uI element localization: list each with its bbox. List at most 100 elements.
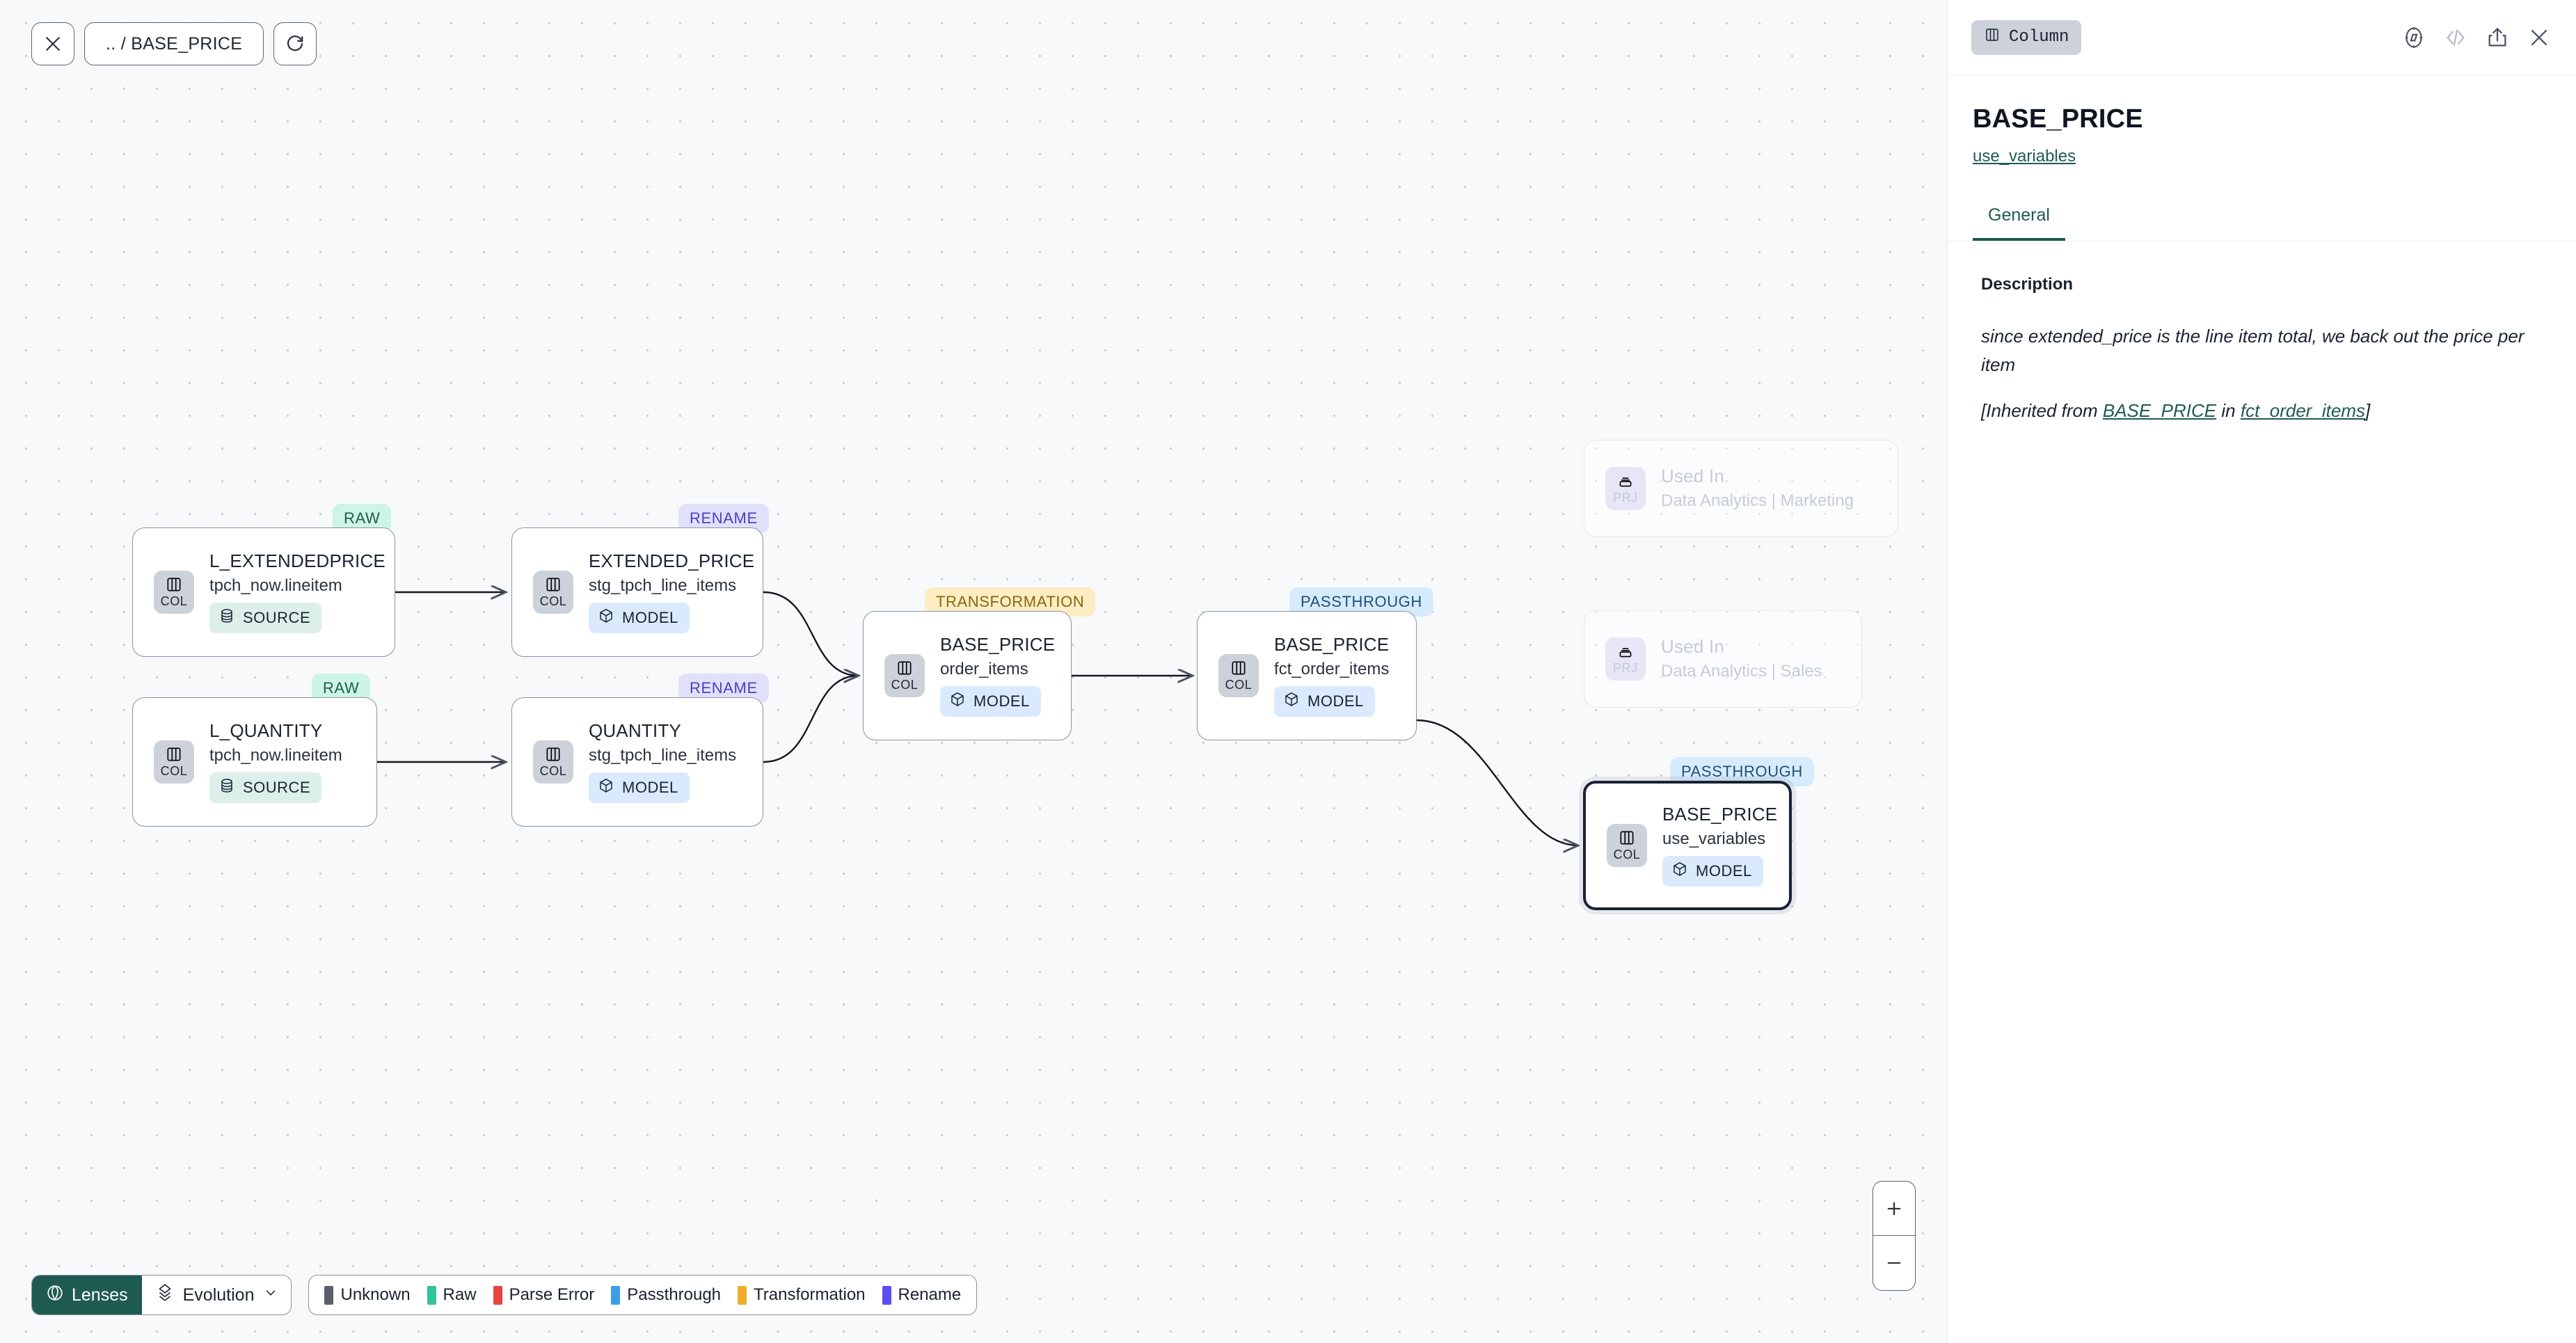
column-type-chip: COL <box>884 654 925 697</box>
node-title: L_QUANTITY <box>209 720 323 741</box>
node-title: BASE_PRICE <box>1662 803 1778 825</box>
zoom-in-button[interactable] <box>1873 1182 1915 1236</box>
node-kind-badge: MODEL <box>1662 856 1763 887</box>
node-kind-badge: MODEL <box>589 772 690 804</box>
column-icon <box>896 659 914 677</box>
type-chip-label: PRJ <box>1613 491 1638 504</box>
node-kind-badge: MODEL <box>1274 686 1375 717</box>
node-title: Used In <box>1661 636 1725 658</box>
column-type-chip: COL <box>533 571 573 614</box>
inherited-middle: in <box>2216 400 2241 422</box>
compass-icon[interactable] <box>2402 26 2426 49</box>
refresh-icon <box>285 33 305 54</box>
type-chip-label: COL <box>160 594 188 608</box>
inherited-note: [Inherited from BASE_PRICE in fct_order_… <box>1981 400 2543 422</box>
node-kind-label: MODEL <box>1307 692 1364 710</box>
legend-label: Parse Error <box>509 1285 595 1304</box>
cube-icon <box>1671 861 1688 882</box>
lenses-icon <box>46 1284 64 1307</box>
column-type-chip: COL <box>533 740 573 784</box>
legend-item-raw: Raw <box>427 1285 477 1305</box>
graph-node-used_in_sales[interactable]: PRJ Used In Data Analytics | Sales <box>1584 610 1862 708</box>
panel-title-block: BASE_PRICE use_variables <box>1948 75 2576 166</box>
legend-label: Rename <box>898 1285 962 1304</box>
node-subtitle: stg_tpch_line_items <box>589 575 737 595</box>
zoom-out-button[interactable] <box>1873 1236 1915 1290</box>
legend-swatch <box>427 1285 436 1305</box>
node-kind-label: MODEL <box>622 779 678 797</box>
node-kind-label: SOURCE <box>243 609 311 627</box>
chevron-down-icon <box>263 1285 278 1305</box>
type-chip-label: COL <box>539 594 567 608</box>
node-title: BASE_PRICE <box>940 633 1056 655</box>
canvas-bottom-bar: Lenses Evolution <box>31 1275 978 1315</box>
type-chip-label: PRJ <box>1613 661 1638 675</box>
close-graph-button[interactable] <box>31 22 74 65</box>
node-kind-label: MODEL <box>973 692 1030 710</box>
legend-swatch <box>324 1285 334 1305</box>
close-panel-icon[interactable] <box>2527 26 2551 49</box>
legend-item-passthrough: Passthrough <box>611 1285 721 1305</box>
node-subtitle: Data Analytics | Marketing <box>1661 491 1854 511</box>
zoom-controls[interactable] <box>1873 1181 1916 1291</box>
legend-label: Transformation <box>754 1285 866 1304</box>
project-type-chip: PRJ <box>1605 637 1646 681</box>
database-icon <box>218 607 235 628</box>
breadcrumb[interactable]: .. / BASE_PRICE <box>84 22 264 65</box>
lenses-button[interactable]: Lenses <box>32 1276 142 1314</box>
database-icon <box>218 777 235 798</box>
close-icon <box>42 33 63 54</box>
legend-item-rename: Rename <box>882 1285 962 1305</box>
node-kind-badge: MODEL <box>940 686 1041 717</box>
node-subtitle: Data Analytics | Sales <box>1661 662 1822 681</box>
node-subtitle: tpch_now.lineitem <box>209 575 342 595</box>
refresh-button[interactable] <box>273 22 317 65</box>
lens-dropdown[interactable]: Evolution <box>142 1276 292 1314</box>
type-chip-label: COL <box>539 764 567 778</box>
node-title: QUANTITY <box>589 720 682 741</box>
cube-icon <box>598 607 614 628</box>
type-chip-label: COL <box>1225 678 1253 692</box>
inherited-column-link[interactable]: BASE_PRICE <box>2102 400 2217 422</box>
column-icon <box>1984 26 2001 49</box>
edge-quantity-to-base_price_order_items <box>763 676 859 763</box>
lenses-control[interactable]: Lenses Evolution <box>31 1275 292 1315</box>
tab-general[interactable]: General <box>1973 205 2065 241</box>
legend-label: Passthrough <box>627 1285 722 1304</box>
inherited-model-link[interactable]: fct_order_items <box>2240 400 2366 422</box>
node-kind-badge: SOURCE <box>209 603 322 634</box>
edge-base_price_fct_order_items-to-base_price_use_variables <box>1416 719 1578 845</box>
parent-model-link[interactable]: use_variables <box>1973 147 2076 166</box>
canvas-toolbar: .. / BASE_PRICE <box>31 22 317 65</box>
node-subtitle: stg_tpch_line_items <box>589 745 737 765</box>
column-icon <box>165 575 183 594</box>
entity-type-chip: Column <box>1971 19 2082 55</box>
legend-swatch <box>611 1285 621 1305</box>
legend-item-transformation: Transformation <box>738 1285 866 1305</box>
panel-tabs: General <box>1948 205 2576 241</box>
node-subtitle: use_variables <box>1662 829 1766 848</box>
column-icon <box>165 745 183 763</box>
panel-header-actions <box>2402 26 2551 49</box>
node-kind-label: SOURCE <box>243 779 311 797</box>
legend-item-unknown: Unknown <box>324 1285 411 1305</box>
share-icon[interactable] <box>2486 26 2509 49</box>
code-icon[interactable] <box>2444 26 2467 49</box>
node-title: EXTENDED_PRICE <box>589 550 755 571</box>
